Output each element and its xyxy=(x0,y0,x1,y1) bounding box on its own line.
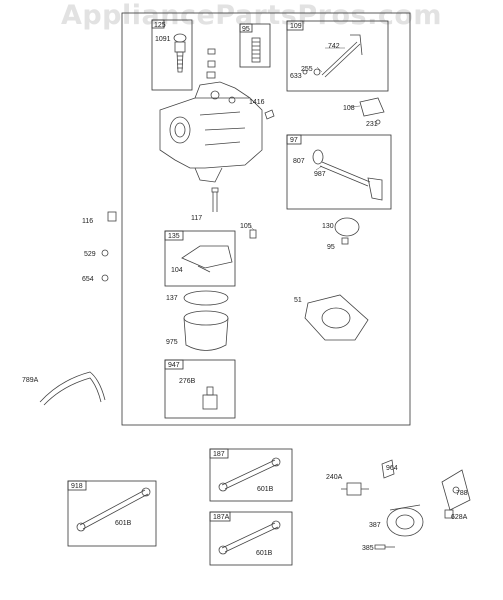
part-628A[interactable] xyxy=(444,509,454,519)
gasket-51-part[interactable] xyxy=(304,294,369,341)
part-label-964: 964 xyxy=(386,465,398,472)
box-918[interactable] xyxy=(67,480,157,547)
part-label-255: 255 xyxy=(301,66,313,73)
nut-654-part[interactable] xyxy=(101,274,109,282)
part-label-240A: 240A xyxy=(326,474,343,481)
part-label-529: 529 xyxy=(84,251,96,258)
plug-part[interactable] xyxy=(264,109,275,120)
watermark: AppliancePartsPros.com xyxy=(60,0,443,31)
box-95-label: 95 xyxy=(242,26,250,33)
box-187-label: 187 xyxy=(213,451,225,458)
part-label-116: 116 xyxy=(82,218,93,225)
carburetor-body[interactable] xyxy=(159,81,263,183)
float-part[interactable] xyxy=(181,245,233,273)
part-label-742: 742 xyxy=(328,43,340,50)
throttle-plate-part[interactable] xyxy=(359,97,385,117)
throttle-shaft-part[interactable] xyxy=(302,34,363,78)
fuel-line-789A-part[interactable] xyxy=(39,371,106,406)
box-95[interactable] xyxy=(239,23,271,68)
part-label-633: 633 xyxy=(290,73,302,80)
screw-105-part[interactable] xyxy=(249,229,257,239)
box-947-label: 947 xyxy=(168,362,180,369)
gasket-ring-part[interactable] xyxy=(183,290,229,306)
box-109[interactable] xyxy=(286,20,389,92)
part-label-628A: 628A xyxy=(451,514,468,521)
screw-part[interactable] xyxy=(206,48,216,79)
part-label-231: 231 xyxy=(366,121,378,128)
part-label-654: 654 xyxy=(82,276,94,283)
box-135-label: 135 xyxy=(168,233,180,240)
part-label-117: 117 xyxy=(191,215,202,222)
part-label-987: 987 xyxy=(314,171,326,178)
fitting-116-part[interactable] xyxy=(107,211,117,222)
box-187A-label: 187A xyxy=(213,514,230,521)
link-187A-part[interactable] xyxy=(218,520,281,555)
choke-shaft-part[interactable] xyxy=(312,149,383,201)
part-label-130: 130 xyxy=(322,223,334,230)
box-187[interactable] xyxy=(209,448,293,502)
part-label-601B-918: 601B xyxy=(115,520,132,527)
part-964[interactable] xyxy=(381,459,395,479)
part-label-51: 51 xyxy=(294,297,302,304)
part-label-788: 788 xyxy=(456,490,468,497)
choke-plate-part[interactable] xyxy=(334,217,360,237)
part-label-807: 807 xyxy=(293,158,305,165)
main-frame xyxy=(121,12,411,426)
box-918-label: 918 xyxy=(71,483,83,490)
box-135[interactable] xyxy=(164,230,236,287)
screw-385-part[interactable] xyxy=(374,544,395,550)
part-label-385: 385 xyxy=(362,545,374,552)
box-125[interactable] xyxy=(151,19,193,91)
fuel-filter-240A-part[interactable] xyxy=(341,482,369,496)
part-label-601B-187: 601B xyxy=(257,486,274,493)
part-label-975: 975 xyxy=(166,339,178,346)
fitting-276B-part[interactable] xyxy=(202,386,218,410)
part-label-601B-187A: 601B xyxy=(256,550,273,557)
part-label-108: 108 xyxy=(343,105,355,112)
box-947[interactable] xyxy=(164,359,236,419)
part-label-276B: 276B xyxy=(179,378,196,385)
box-97-label: 97 xyxy=(290,137,298,144)
fuel-pump-387-part[interactable] xyxy=(386,504,424,537)
box-97[interactable] xyxy=(286,134,392,210)
spring-part[interactable] xyxy=(251,37,261,63)
needle-valve-part[interactable] xyxy=(173,33,187,73)
box-187A[interactable] xyxy=(209,511,293,566)
part-label-1091: 1091 xyxy=(155,36,171,43)
part-label-105: 105 xyxy=(240,223,252,230)
part-label-1416: 1416 xyxy=(249,99,265,106)
clip-529-part[interactable] xyxy=(101,249,109,257)
screw-231-part[interactable] xyxy=(375,119,381,125)
screw-95-part[interactable] xyxy=(341,237,349,245)
pin-117-part[interactable] xyxy=(211,187,219,212)
part-label-387: 387 xyxy=(369,522,381,529)
part-label-104: 104 xyxy=(171,267,183,274)
float-bowl-part[interactable] xyxy=(183,310,229,351)
box-109-label: 109 xyxy=(290,23,302,30)
part-label-95: 95 xyxy=(327,244,335,251)
bracket-788-part[interactable] xyxy=(441,469,471,511)
part-label-789A: 789A xyxy=(22,377,39,384)
box-125-label: 125 xyxy=(154,22,166,29)
link-918-part[interactable] xyxy=(76,487,151,532)
link-187-part[interactable] xyxy=(218,457,281,492)
part-label-137: 137 xyxy=(166,295,178,302)
